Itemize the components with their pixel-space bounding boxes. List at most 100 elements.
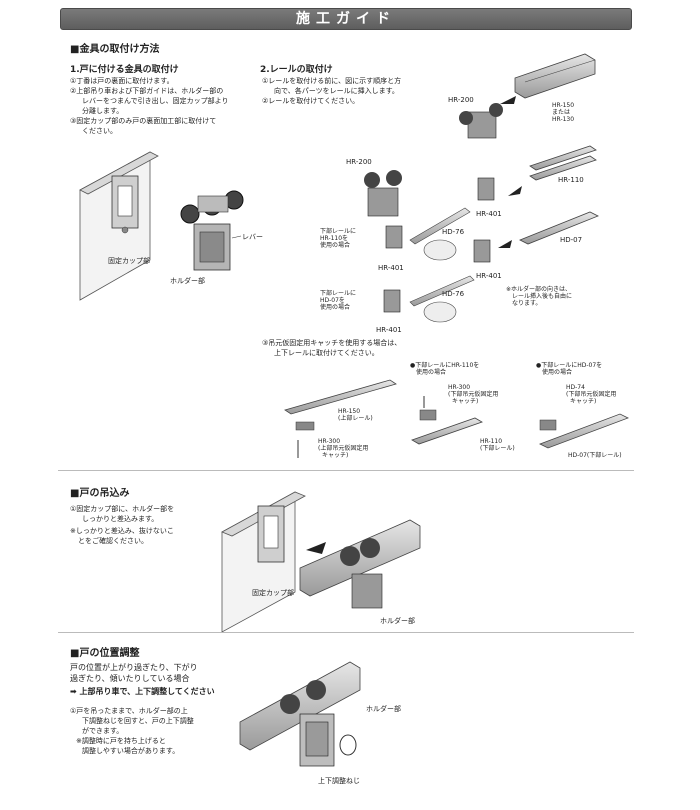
label-hr200: HR-200: [346, 158, 372, 166]
step-text: 上下レールに取付けてください。: [274, 349, 379, 357]
hr401-parts: [383, 177, 495, 313]
label-hr150: HR-150: [552, 102, 575, 109]
lead-line: 戸の位置が上がり過ぎたり、下がり: [70, 663, 198, 672]
fixed-cup-illustration: [111, 175, 139, 234]
note-line: HD-07を: [320, 297, 345, 304]
door-illustration-2: [221, 491, 306, 633]
step-text: ください。: [82, 127, 117, 135]
label-hd07-lower: HD-07(下部レール): [568, 452, 622, 459]
holder-illustration-1: [180, 190, 244, 271]
label-fixed-cup: 固定カップ部: [252, 589, 294, 597]
hanging-steps: ①固定カップ部に、ホルダー部を しっかりと差込みます。 ※しっかりと差込み、抜け…: [70, 504, 174, 546]
note-line: 使用の場合: [320, 304, 351, 311]
label-adjust-screw: 上下調整ねじ: [318, 777, 360, 785]
catch-hd07-rail: [539, 413, 629, 449]
part-desc: キャッチ): [452, 398, 479, 405]
case-line: ●下部レールにHD-07を: [536, 362, 603, 369]
step-text: 下調整ねじを回すと、戸の上下調整: [82, 717, 194, 725]
rail-illustration-3: [239, 661, 361, 767]
part-code: HR-300: [318, 438, 341, 445]
subheading-rail-mounting: 2.レールの取付け: [260, 65, 333, 75]
step-text: ①丁番は戸の裏面に取付けます。: [70, 77, 174, 85]
step-text: しっかりと差込みます。: [82, 515, 159, 523]
part-code: HR-110: [480, 438, 503, 445]
label-hr300-upper: HR-300 (上部吊元仮固定用 キャッチ): [318, 438, 368, 459]
hr200-part-a: [459, 103, 503, 139]
door-fittings-steps: ①丁番は戸の裏面に取付けます。 ②上部吊り車および下部ガイドは、ホルダー部の レ…: [70, 76, 229, 136]
step-text: ※調整時に戸を持ち上げると: [76, 737, 166, 745]
step-text: ※しっかりと差込み、抜けないこ: [70, 527, 174, 535]
note-line: なります。: [512, 300, 542, 307]
catch-instructions: ③吊元仮固定用キャッチを使用する場合は、 上下レールに取付けてください。: [262, 338, 401, 358]
divider: [58, 632, 634, 633]
hd76-rails: [409, 207, 475, 323]
step-text: ①固定カップ部に、ホルダー部を: [70, 505, 175, 513]
note-hr110-lower: 下部レールに HR-110を 使用の場合: [320, 228, 356, 249]
rail-illustration-2: [299, 519, 421, 609]
label-hr401: HR-401: [476, 272, 502, 280]
rail-hr150-illustration: [514, 53, 596, 99]
note-line: 下部レールに: [320, 228, 357, 235]
section-heading-mounting: ■金具の取付け方法: [70, 44, 160, 55]
step-text: ができます。: [82, 727, 124, 735]
label-lever: レバー: [242, 233, 263, 241]
lead-line: 過ぎたり、傾いたりしている場合: [70, 674, 190, 683]
part-desc: キャッチ): [570, 398, 597, 405]
part-code: HR-150: [338, 408, 361, 415]
label-hr300-lower: HR-300 (下部吊元仮固定用 キャッチ): [448, 384, 498, 405]
label-hr150-group: HR-150 または HR-130: [552, 102, 574, 123]
adjustment-steps: ①戸を吊ったままで、ホルダー部の上 下調整ねじを回すと、戸の上下調整 ができます…: [70, 706, 194, 756]
rail-mounting-steps: ①レールを取付ける前に、図に示す順序と方 向で、各パーツをレールに挿入します。 …: [262, 76, 401, 106]
label-hd74: HD-74 (下部吊元仮固定用 キャッチ): [566, 384, 616, 405]
step-text: とをご確認ください。: [78, 537, 148, 545]
catch-case-hd07: ●下部レールにHD-07を 使用の場合: [536, 362, 602, 376]
catch-case-hr110: ●下部レールにHR-110を 使用の場合: [410, 362, 479, 376]
arrow-icon: [498, 240, 512, 248]
part-desc: (下部レール): [480, 445, 515, 452]
subheading-door-fittings: 1.戸に付ける金具の取付け: [70, 65, 179, 75]
step-text: ③吊元仮固定用キャッチを使用する場合は、: [262, 339, 402, 347]
label-hr200: HR-200: [448, 96, 474, 104]
section-heading-adjustment: ■戸の位置調整: [70, 648, 140, 659]
part-code: HD-74: [566, 384, 585, 391]
divider: [58, 470, 634, 471]
rail-hd07-illustration: [519, 211, 599, 245]
label-hd76: HD-76: [442, 290, 465, 298]
part-desc: (上部吊元仮固定用: [318, 445, 369, 452]
case-line: ●下部レールにHR-110を: [410, 362, 480, 369]
adjustment-arrow-text: ➡ 上部吊り車で、上下調整してください: [70, 687, 215, 696]
note-line: ※ホルダー部の向きは、: [506, 286, 572, 293]
section-heading-hanging: ■戸の吊込み: [70, 488, 130, 499]
step-text: ③固定カップ部のみ戸の裏面加工部に取付けて: [70, 117, 217, 125]
label-or: または: [552, 109, 571, 116]
arrow-icon: [508, 186, 522, 196]
label-hr401: HR-401: [376, 326, 402, 334]
label-hr401: HR-401: [476, 210, 502, 218]
label-hr110-lower: HR-110 (下部レール): [480, 438, 515, 452]
part-desc: キャッチ): [322, 452, 349, 459]
label-hr130: HR-130: [552, 116, 575, 123]
step-text: レバーをつまんで引き出し、固定カップ部より: [82, 97, 229, 105]
note-hd07-lower: 下部レールに HD-07を 使用の場合: [320, 290, 356, 311]
step-text: 分離します。: [82, 107, 124, 115]
label-hd07: HD-07: [560, 236, 583, 244]
label-hr110: HR-110: [558, 176, 584, 184]
note-line: 下部レールに: [320, 290, 357, 297]
step-text: ①戸を吊ったままで、ホルダー部の上: [70, 707, 188, 715]
part-desc: (上部レール): [338, 415, 373, 422]
step-text: 調整しやすい場合があります。: [82, 747, 180, 755]
part-code: HR-300: [448, 384, 471, 391]
label-hr401: HR-401: [378, 264, 404, 272]
arrow-icon: [500, 96, 516, 104]
adjustment-lead: 戸の位置が上がり過ぎたり、下がり 過ぎたり、傾いたりしている場合 ➡ 上部吊り車…: [70, 662, 215, 697]
label-fixed-cup: 固定カップ部: [108, 257, 150, 265]
page-title: 施工ガイド: [296, 11, 396, 27]
label-holder: ホルダー部: [366, 705, 401, 713]
label-hd76: HD-76: [442, 228, 465, 236]
case-line: 使用の場合: [542, 369, 573, 376]
label-hr150-upper: HR-150 (上部レール): [338, 408, 373, 422]
part-desc: (下部吊元仮固定用: [448, 391, 499, 398]
note-line: レール挿入後も自由に: [512, 293, 573, 300]
part-desc: (下部吊元仮固定用: [566, 391, 617, 398]
